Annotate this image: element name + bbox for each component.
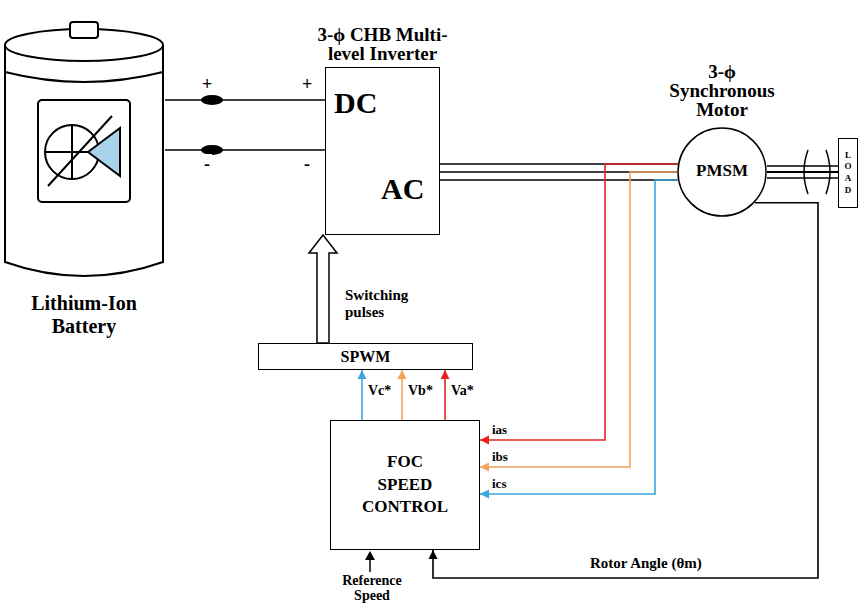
arrow-head [480,463,489,472]
connector-line [165,149,325,151]
converter-diagonal [326,68,439,234]
block-heading: 3-ϕ Synchronous Motor [655,62,789,119]
connector-line [767,171,838,173]
arrow-head [398,370,407,379]
connector-line [440,179,678,181]
signal-connector [429,203,819,578]
signal-label: Switching pulses [343,287,447,322]
block-heading: 3-ϕ CHB Multi-level Inverter [314,25,451,63]
arrow-head [480,490,489,499]
motor-circle: 3-ϕ Synchronous MotorPMSM [677,127,767,217]
arrow-head [480,436,489,445]
signal-label: Vc* [366,383,393,399]
arrow-head [441,370,450,379]
terminal-sign: - [202,154,212,175]
inverter-box: 3-ϕ CHB Multi-level InverterDCAC [325,67,440,235]
terminal-lugs [201,95,223,155]
connector-line [480,180,678,494]
connector-line [165,99,325,101]
arrow-head [358,370,367,379]
modulator-label: SPWM [341,347,391,366]
connector-line [480,172,677,467]
signal-connector [767,172,838,173]
signal-connector [165,150,325,151]
signal-label: Va* [449,383,476,399]
load-label: LOAD [844,150,853,197]
signal-connector [480,172,677,472]
signal-label: ias [490,423,509,438]
motor-label: PMSM [677,161,767,181]
signal-connector [309,235,337,343]
input-label: Reference Speed [322,573,422,604]
modulator-box: SPWM [258,343,473,370]
dc-label: DC [334,88,377,118]
terminal-sign: + [300,74,314,95]
battery-node: Lithium-Ion Battery [3,22,165,280]
shaft-coupling [767,150,838,194]
ac-label: AC [381,174,424,204]
signal-label: Rotor Angle (θm) [588,555,704,572]
signal-connector [440,180,678,181]
connector-line [480,164,678,440]
terminal-sign: + [200,74,214,95]
controller-box: FOC SPEED CONTROL [330,420,480,550]
signal-connector [165,100,325,101]
hollow-arrow [309,235,337,343]
signal-label: ics [490,477,508,492]
signal-connector [480,180,678,499]
arrow-head [429,550,438,559]
reference-speed-arrow [365,551,375,572]
terminal-sign: - [302,154,312,175]
controller-label: FOC SPEED CONTROL [362,451,448,520]
signal-label: Vb* [406,383,435,399]
signal-label: ibs [490,450,510,465]
battery-illustration [5,22,163,276]
load-box: LOAD [838,138,858,208]
signal-connector [480,164,678,445]
battery-label: Lithium-Ion Battery [0,292,171,338]
connector-line [433,203,818,578]
